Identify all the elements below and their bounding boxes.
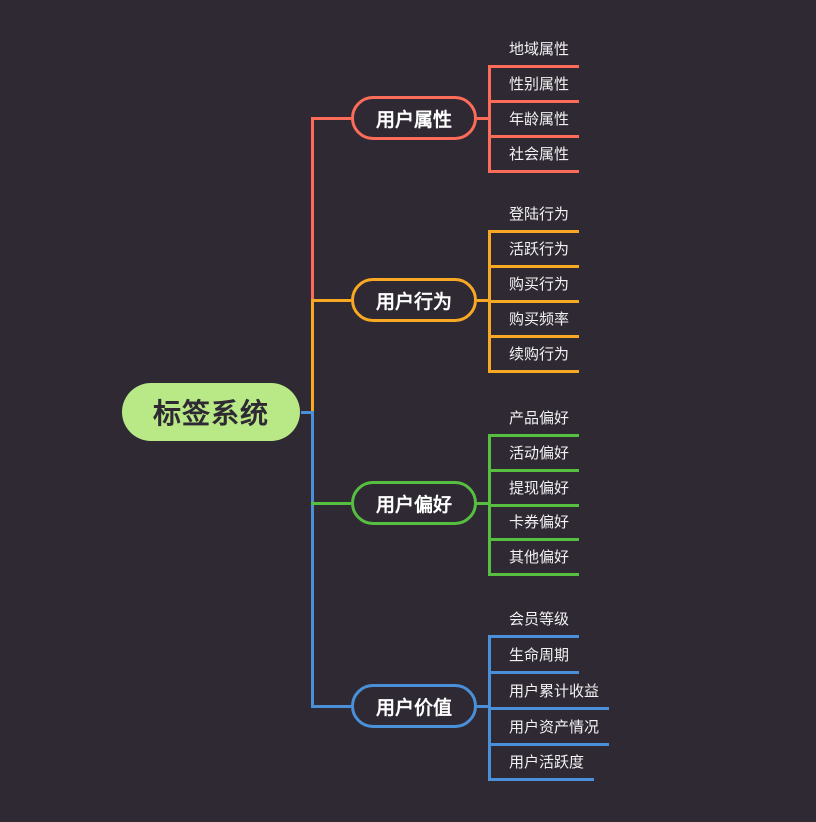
connector-trunk-orange (311, 299, 314, 412)
child-node-coupon-preference[interactable]: 卡券偏好 (488, 512, 580, 541)
child-node-activity-level[interactable]: 用户活跃度 (488, 752, 595, 781)
child-node-login-behavior[interactable]: 登陆行为 (488, 204, 580, 233)
root-node[interactable]: 标签系统 (122, 383, 300, 441)
connector-children-user-preference (477, 502, 489, 505)
connector-branch-user-attributes (311, 117, 351, 120)
child-node-geo-attribute[interactable]: 地域属性 (488, 39, 580, 68)
child-node-member-level[interactable]: 会员等级 (488, 609, 580, 638)
connector-root-stub (301, 411, 312, 414)
child-node-life-cycle[interactable]: 生命周期 (488, 645, 580, 674)
connector-trunk-red (311, 117, 314, 301)
connector-branch-user-behavior (311, 299, 351, 302)
child-node-purchase-behavior[interactable]: 购买行为 (488, 274, 580, 303)
child-node-active-behavior[interactable]: 活跃行为 (488, 239, 580, 268)
branch-node-user-value[interactable]: 用户价值 (351, 684, 477, 728)
child-node-social-attribute[interactable]: 社会属性 (488, 144, 580, 173)
connector-branch-user-value (311, 705, 351, 708)
child-node-other-preference[interactable]: 其他偏好 (488, 547, 580, 576)
child-trunk-user-attributes (488, 65, 491, 173)
child-node-gender-attribute[interactable]: 性别属性 (488, 74, 580, 103)
child-node-product-preference[interactable]: 产品偏好 (488, 408, 580, 437)
child-node-age-attribute[interactable]: 年龄属性 (488, 109, 580, 138)
branch-node-user-attributes[interactable]: 用户属性 (351, 96, 477, 140)
child-node-cumulative-income[interactable]: 用户累计收益 (488, 681, 610, 710)
child-node-withdrawal-preference[interactable]: 提现偏好 (488, 478, 580, 507)
child-node-purchase-frequency[interactable]: 购买频率 (488, 309, 580, 338)
connector-children-user-value (477, 705, 489, 708)
connector-branch-user-preference (311, 502, 351, 505)
connector-children-user-attributes (477, 117, 489, 120)
child-node-asset-status[interactable]: 用户资产情况 (488, 717, 610, 746)
child-node-repurchase-behavior[interactable]: 续购行为 (488, 344, 580, 373)
child-node-activity-preference[interactable]: 活动偏好 (488, 443, 580, 472)
connector-children-user-behavior (477, 299, 489, 302)
branch-node-user-behavior[interactable]: 用户行为 (351, 278, 477, 322)
branch-node-user-preference[interactable]: 用户偏好 (351, 481, 477, 525)
connector-trunk-blue (311, 411, 314, 708)
